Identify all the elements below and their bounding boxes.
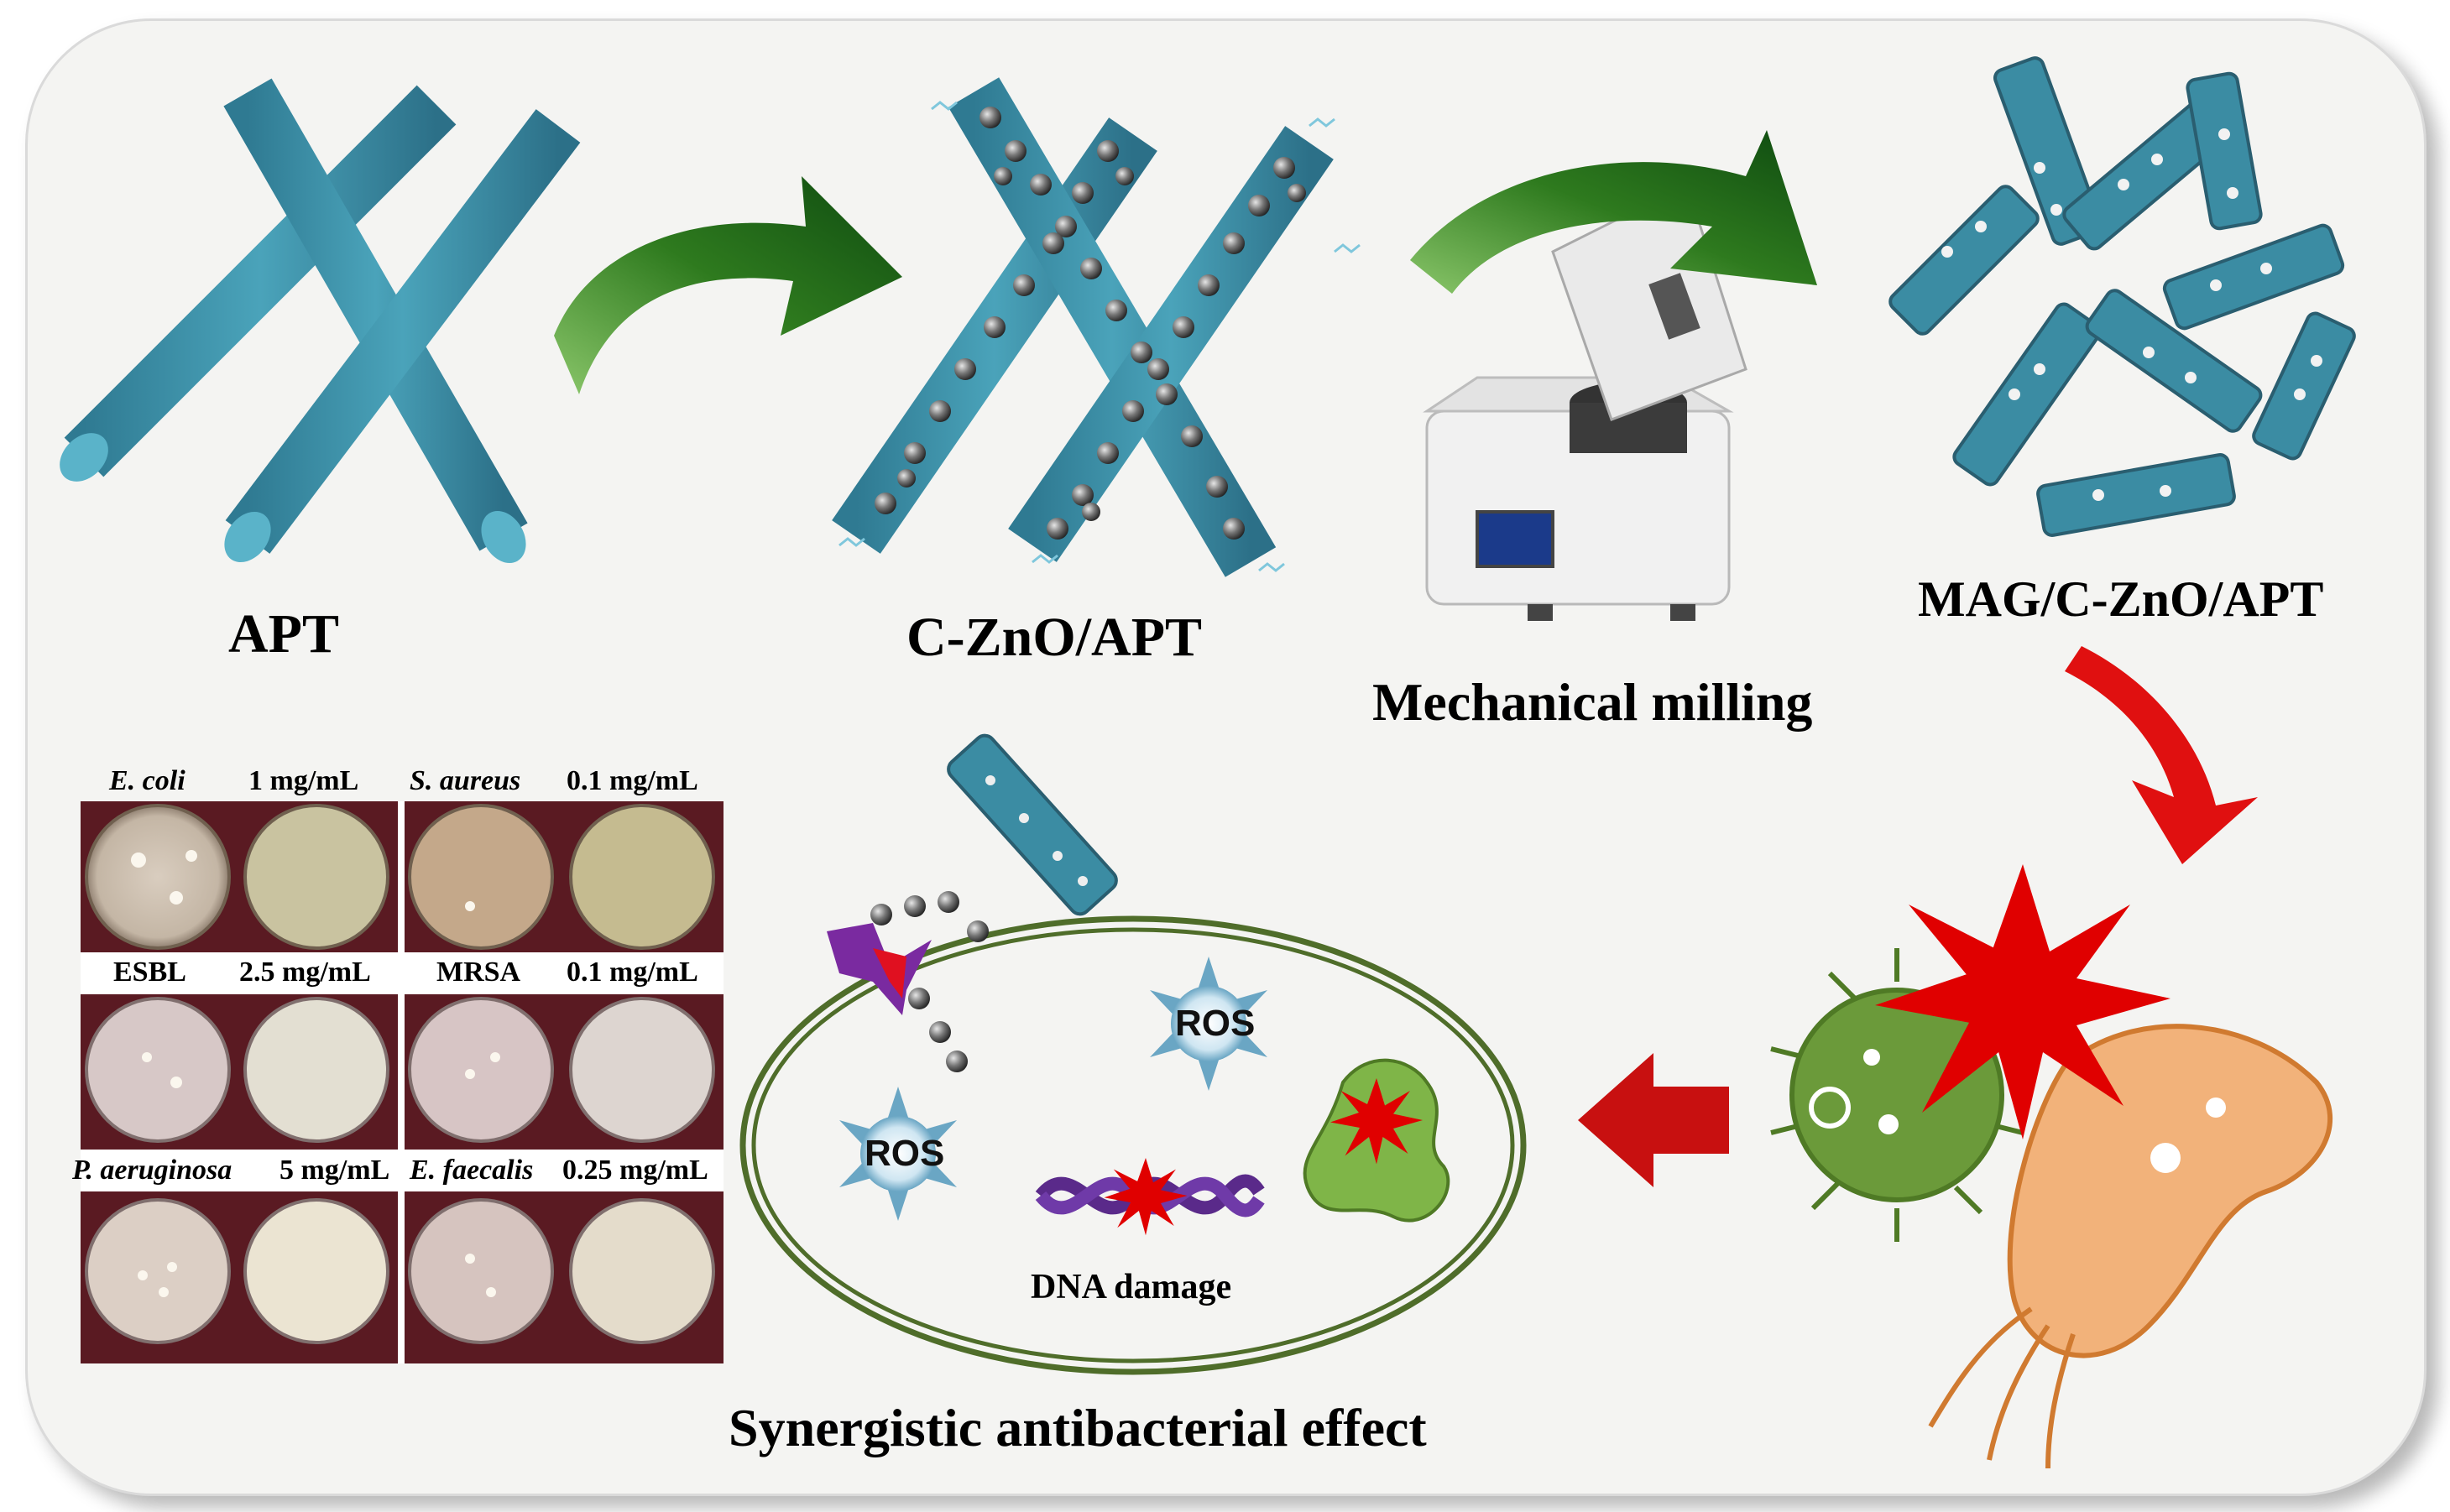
green-arrow-1 [554, 176, 902, 394]
label-mag-czno-apt: MAG/C-ZnO/APT [1918, 571, 2324, 627]
plate-organism-3: ESBL [113, 957, 186, 988]
plate-concentration-3: 2.5 mg/mL [239, 957, 371, 988]
plate-concentration-4: 0.1 mg/mL [567, 957, 698, 988]
plate-organism-1: E. coli [109, 765, 185, 796]
ros-star-1 [1150, 957, 1267, 1091]
ros-star-2 [839, 1087, 957, 1221]
membrane-damage-icon [827, 923, 932, 1015]
plate-concentration-6: 0.25 mg/mL [562, 1155, 708, 1186]
plate-organism-2: S. aureus [410, 765, 521, 796]
label-czno-apt: C-ZnO/APT [906, 607, 1203, 668]
zno-particles [870, 891, 989, 1072]
bacterial-cell [739, 915, 1527, 1375]
plate-organism-6: E. faecalis [410, 1155, 534, 1186]
plate-concentration-5: 5 mg/mL [279, 1155, 390, 1186]
label-synergistic: Synergistic antibacterial effect [729, 1398, 1427, 1457]
plate-concentration-2: 0.1 mg/mL [567, 765, 698, 796]
plate-organism-5: P. aeruginosa [72, 1155, 232, 1186]
label-ros-2: ROS [865, 1133, 945, 1174]
green-arrow-2 [1410, 130, 1817, 294]
dna-icon [1035, 1158, 1265, 1236]
protein-damage-icon [1303, 1058, 1450, 1223]
bacterium-orange [1928, 1024, 2333, 1469]
bacterium-green [1770, 948, 2024, 1242]
red-arrow-down [2065, 646, 2258, 864]
label-mechanical-milling: Mechanical milling [1372, 672, 1813, 732]
plate-grid [81, 801, 724, 1363]
mag-czno-apt-fragments [1888, 56, 2356, 537]
apt-rods [60, 78, 581, 563]
mag-rod-fragment [947, 733, 1118, 916]
label-apt: APT [228, 603, 339, 665]
czno-apt-rods [832, 77, 1361, 577]
label-dna-damage: DNA damage [1031, 1268, 1232, 1306]
plate-concentration-1: 1 mg/mL [248, 765, 359, 796]
red-arrow-left [1578, 1053, 1729, 1187]
plate-organism-4: MRSA [436, 957, 521, 988]
label-ros-1: ROS [1175, 1003, 1256, 1044]
